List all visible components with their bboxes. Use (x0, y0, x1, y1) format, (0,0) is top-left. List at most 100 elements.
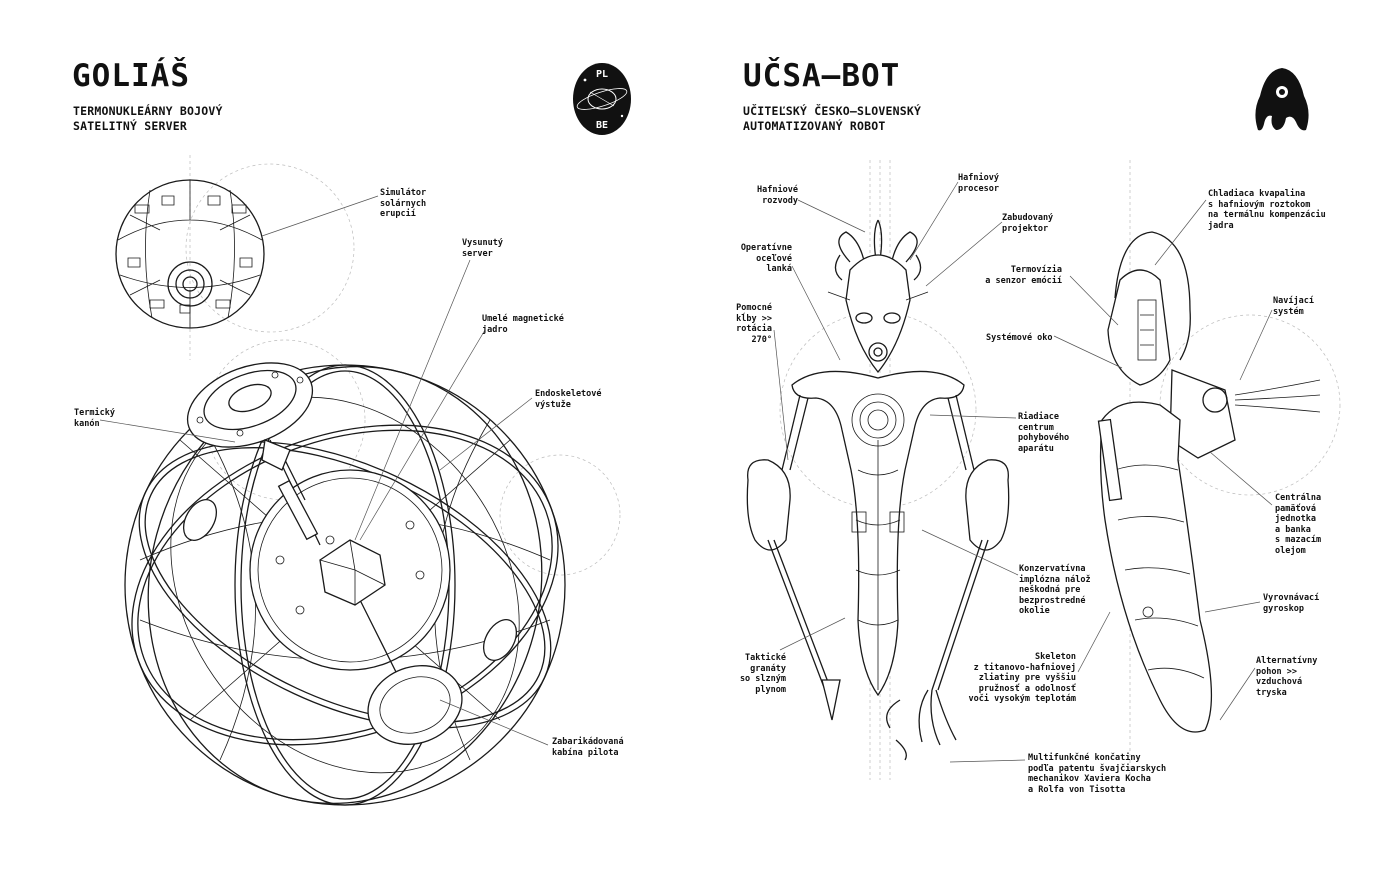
label-line: podľa patentu švajčiarskych (1028, 763, 1167, 774)
label-line: plynom (755, 684, 786, 695)
label-line: Vyrovnávací (1263, 593, 1320, 603)
label-line: vzduchová (1256, 677, 1303, 687)
label-line: kanón (74, 418, 100, 429)
label-line: neškodná pre (1019, 585, 1081, 595)
label-line: zliatiny pre vyššiu (978, 673, 1076, 683)
label-line: pohybového (1018, 433, 1070, 443)
label-line: erupcií (380, 209, 416, 219)
goliash-title: GOLIÁŠ (72, 58, 190, 94)
subtitle-line: AUTOMATIZOVANÝ ROBOT (743, 119, 886, 133)
label-line: jadra (1208, 220, 1234, 231)
label-line: pružnosť a odolnosť (978, 683, 1076, 694)
label-alternative-drive: Alternatívny pohon >> vzduchová tryska (1256, 656, 1317, 698)
badge-top-text: PL (596, 69, 608, 80)
label-line: Taktické (745, 653, 786, 663)
label-line: Umelé magnetické (482, 314, 564, 324)
label-hafnium-processor: Hafniový procesor (958, 173, 999, 194)
ucsabot-side-view (1097, 231, 1321, 733)
label-line: Operatívne (740, 243, 792, 253)
label-line: Systémové oko (986, 333, 1053, 343)
label-line: Pomocné (736, 303, 772, 313)
label-line: na termálnu kompenzáciu (1208, 210, 1326, 220)
label-line: granáty (750, 663, 786, 674)
label-line: aparátu (1018, 443, 1054, 454)
label-steel-cables: Operatívne oceľové lanká (730, 243, 792, 275)
label-line: implózna nálož (1019, 574, 1091, 585)
label-line: Zabudovaný (1002, 213, 1054, 223)
label-line: okolie (1019, 606, 1050, 616)
label-line: Simulátor (380, 188, 427, 198)
label-line: so slzným (739, 674, 786, 684)
label-pilot-cabin: Zabarikádovaná kabína pilota (552, 737, 624, 758)
label-gyroscope: Vyrovnávací gyroskop (1263, 593, 1319, 614)
label-line: rotácia (736, 324, 772, 334)
goliash-cage-sphere (124, 362, 566, 806)
goliash-illustration: PL BE (99, 63, 631, 806)
label-line: Alternatívny (1256, 656, 1318, 666)
label-line: Endoskeletové (535, 389, 602, 399)
label-line: Termický (74, 408, 115, 418)
label-motion-control-center: Riadiace centrum pohybového aparátu (1018, 412, 1069, 454)
label-line: a senzor emócií (985, 275, 1062, 286)
label-line: Vysunutý (462, 238, 503, 248)
subtitle-line: UČITEĽSKÝ ČESKO–SLOVENSKÝ (743, 104, 922, 118)
label-line: Chladiaca kvapalina (1208, 189, 1306, 199)
label-line: projektor (1002, 223, 1049, 234)
label-cooling-liquid: Chladiaca kvapalina s hafniovým roztokom… (1208, 189, 1326, 231)
label-line: a banka (1275, 524, 1311, 535)
label-line: jadro (482, 324, 508, 335)
ucsabot-title: UČSA–BOT (743, 58, 901, 94)
label-line: systém (1273, 306, 1304, 317)
label-line: procesor (958, 183, 999, 194)
label-line: a Rolfa von Tisotta (1028, 784, 1126, 795)
ucsabot-subtitle: UČITEĽSKÝ ČESKO–SLOVENSKÝ AUTOMATIZOVANÝ… (743, 104, 921, 134)
label-auxiliary-joints: Pomocné kĺby >> rotácia 270° (720, 303, 772, 345)
label-line: z titanovo-hafniovej (973, 662, 1076, 673)
ucsabot-illustration (746, 68, 1341, 780)
label-line: Termovízia (1010, 265, 1062, 275)
label-thermal-cannon: Termický kanón (74, 408, 115, 429)
label-projector: Zabudovaný projektor (1002, 213, 1053, 234)
plbe-badge-icon: PL BE (573, 63, 631, 135)
label-line: Hafniový (958, 173, 999, 183)
label-line: bezprostredné (1019, 595, 1086, 606)
solar-simulator-sphere (115, 179, 265, 329)
label-line: Riadiace (1018, 412, 1059, 422)
label-line: mechanikov Xaviera Kocha (1028, 774, 1151, 784)
label-line: 270° (751, 334, 772, 345)
label-line: jednotka (1275, 514, 1316, 524)
label-skeleton: Skeleton z titanovo-hafniovej zliatiny p… (966, 652, 1076, 705)
octopus-logo-icon (1255, 68, 1309, 131)
subtitle-line: SATELITNÝ SERVER (73, 119, 187, 133)
label-line: pohon >> (1256, 666, 1297, 677)
label-line: kĺby >> (736, 313, 772, 324)
label-line: Zabarikádovaná (552, 737, 624, 747)
label-hafnium-pipes: Hafniové rozvody (750, 185, 798, 206)
label-line: kabína pilota (552, 747, 619, 758)
label-line: centrum (1018, 422, 1054, 433)
right-page: UČSA–BOT UČITEĽSKÝ ČESKO–SLOVENSKÝ AUTOM… (700, 0, 1400, 875)
label-magnetic-core: Umelé magnetické jadro (482, 314, 564, 335)
badge-bottom-text: BE (596, 120, 608, 131)
label-line: Skeleton (1035, 652, 1076, 662)
label-memory-unit: Centrálna pamäťová jednotka a banka s ma… (1275, 493, 1321, 556)
label-extended-server: Vysunutý server (462, 238, 503, 259)
label-line: výstuže (535, 399, 571, 410)
label-implosion-charge: Konzervatívna implózna nálož neškodná pr… (1019, 564, 1091, 617)
label-line: voči vysokým teplotám (968, 694, 1076, 704)
label-line: tryska (1256, 687, 1287, 698)
label-line: solárnych (380, 198, 427, 209)
label-line: s hafniovým roztokom (1208, 199, 1311, 210)
label-line: lanká (766, 264, 792, 274)
label-endoskeleton: Endoskeletové výstuže (535, 389, 602, 410)
label-thermovision: Termovízia a senzor emócií (970, 265, 1062, 286)
label-line: Multifunkčné končatiny (1028, 753, 1141, 763)
label-line: s mazacím (1275, 535, 1322, 545)
subtitle-line: TERMONUKLEÁRNY BOJOVÝ (73, 104, 223, 118)
left-page: GOLIÁŠ TERMONUKLEÁRNY BOJOVÝ SATELITNÝ S… (72, 58, 631, 806)
label-winding-system: Navíjací systém (1273, 296, 1314, 317)
label-line: gyroskop (1263, 603, 1304, 614)
label-line: Navíjací (1273, 296, 1314, 306)
label-solar-simulator: Simulátor solárnych erupcií (380, 188, 426, 220)
label-line: server (462, 248, 493, 259)
